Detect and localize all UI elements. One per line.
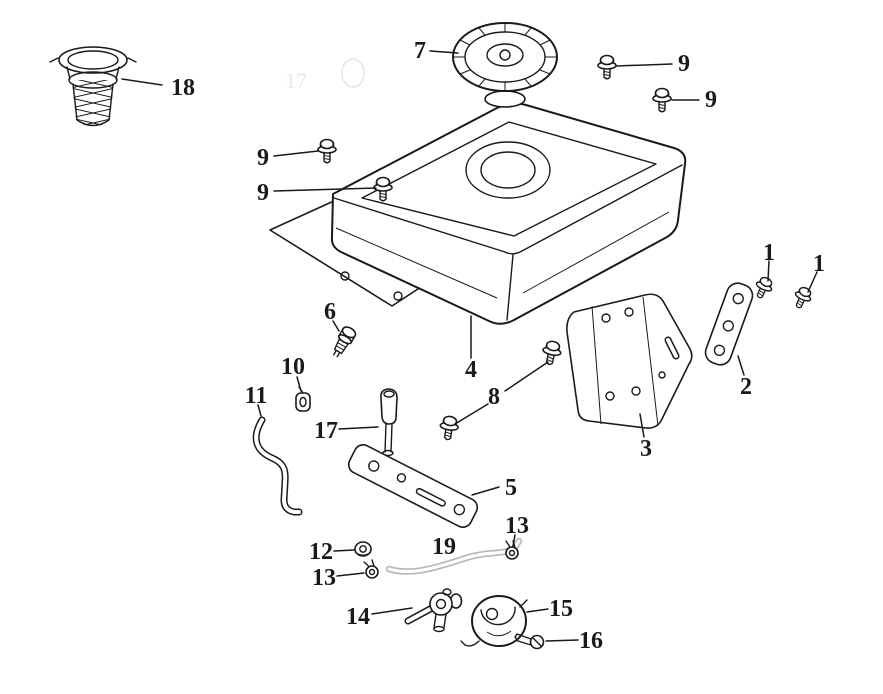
leader-line-8 — [454, 361, 549, 425]
bolt-9-top-right-a — [597, 54, 617, 80]
leader-line-14 — [371, 607, 413, 615]
petcock-cover — [460, 595, 528, 647]
part-label-4: 4 — [465, 357, 477, 383]
bolt-1-b — [790, 284, 815, 312]
ghost-watermark: 17 — [285, 58, 365, 93]
filler-neck-outer — [465, 141, 551, 199]
cap-neck — [484, 90, 526, 108]
leader-line-9c — [273, 150, 319, 157]
cap-knurling — [453, 23, 557, 91]
bolt-9-left-a — [317, 138, 337, 164]
part-label-3: 3 — [640, 436, 652, 462]
part-label-7: 7 — [414, 38, 426, 64]
part-label-8: 8 — [488, 384, 500, 410]
leader-line-11 — [257, 404, 262, 417]
leader-line-3 — [639, 413, 645, 438]
tank-top-edge — [333, 164, 683, 255]
hose-clamp-right — [505, 540, 519, 560]
part-label-17: 17 — [314, 418, 338, 444]
part-label-6: 6 — [324, 299, 336, 325]
valve-knob — [380, 388, 398, 457]
leader-line-1a — [767, 260, 770, 282]
part-label-16: 16 — [579, 628, 603, 654]
leader-line-18 — [121, 78, 163, 86]
filter-mesh — [72, 80, 114, 127]
part-label-18: 18 — [171, 75, 195, 101]
leader-line-10 — [296, 376, 302, 392]
tank-fitting — [333, 326, 357, 358]
leader-line-9a — [615, 63, 673, 67]
leader-line-16 — [545, 639, 579, 642]
leader-line-5 — [471, 486, 500, 496]
part-label-2: 2 — [740, 374, 752, 400]
leader-line-1b — [807, 271, 818, 293]
side-bracket — [704, 282, 754, 366]
pipe-clip — [295, 386, 311, 412]
part-label-9-top-b: 9 — [705, 87, 717, 113]
fuel-cap — [452, 22, 558, 108]
bolt-8-upper — [539, 338, 564, 368]
mounting-bracket — [566, 293, 693, 429]
filler-neck-inner — [480, 151, 536, 189]
leader-line-12 — [333, 549, 355, 552]
part-label-13-right: 13 — [505, 513, 529, 539]
bolt-9-top-right-b — [652, 87, 672, 113]
leader-line-17 — [338, 426, 379, 430]
cover-screw — [514, 633, 545, 650]
fuel-tank — [330, 102, 687, 325]
bolt-1-a — [751, 274, 776, 302]
part-label-14: 14 — [346, 604, 370, 630]
tank-seam-lines — [335, 211, 670, 299]
leader-line-7 — [429, 50, 459, 54]
ghost-number: 17 — [285, 68, 307, 93]
part-label-12: 12 — [309, 539, 333, 565]
part-label-1-b: 1 — [813, 251, 825, 277]
leader-line-6 — [332, 320, 340, 332]
bolt-8-lower — [437, 414, 461, 442]
leader-line-13a — [512, 534, 516, 547]
leader-line-9d — [273, 187, 377, 192]
fuel-hose — [252, 416, 303, 516]
valve-bracket-plate — [347, 444, 479, 528]
leader-line-2 — [737, 355, 745, 376]
part-label-9-top-a: 9 — [678, 51, 690, 77]
nut — [354, 541, 372, 557]
part-label-9-left-a: 9 — [257, 145, 269, 171]
part-label-11: 11 — [245, 383, 268, 409]
ghost-oval — [341, 58, 365, 88]
tank-top-panel — [361, 121, 657, 237]
fuel-petcock — [404, 588, 463, 633]
part-label-1-a: 1 — [763, 240, 775, 266]
part-label-19: 19 — [432, 534, 456, 560]
tank-front-corner-edge — [506, 254, 514, 321]
leader-line-15 — [526, 608, 549, 613]
part-label-9-left-b: 9 — [257, 180, 269, 206]
fuel-filter — [49, 46, 137, 127]
part-label-5: 5 — [505, 475, 517, 501]
part-label-10: 10 — [281, 354, 305, 380]
part-label-13-left: 13 — [312, 565, 336, 591]
leader-line-13b — [336, 572, 365, 577]
part-label-15: 15 — [549, 596, 573, 622]
hose-clamp-left — [363, 559, 379, 579]
